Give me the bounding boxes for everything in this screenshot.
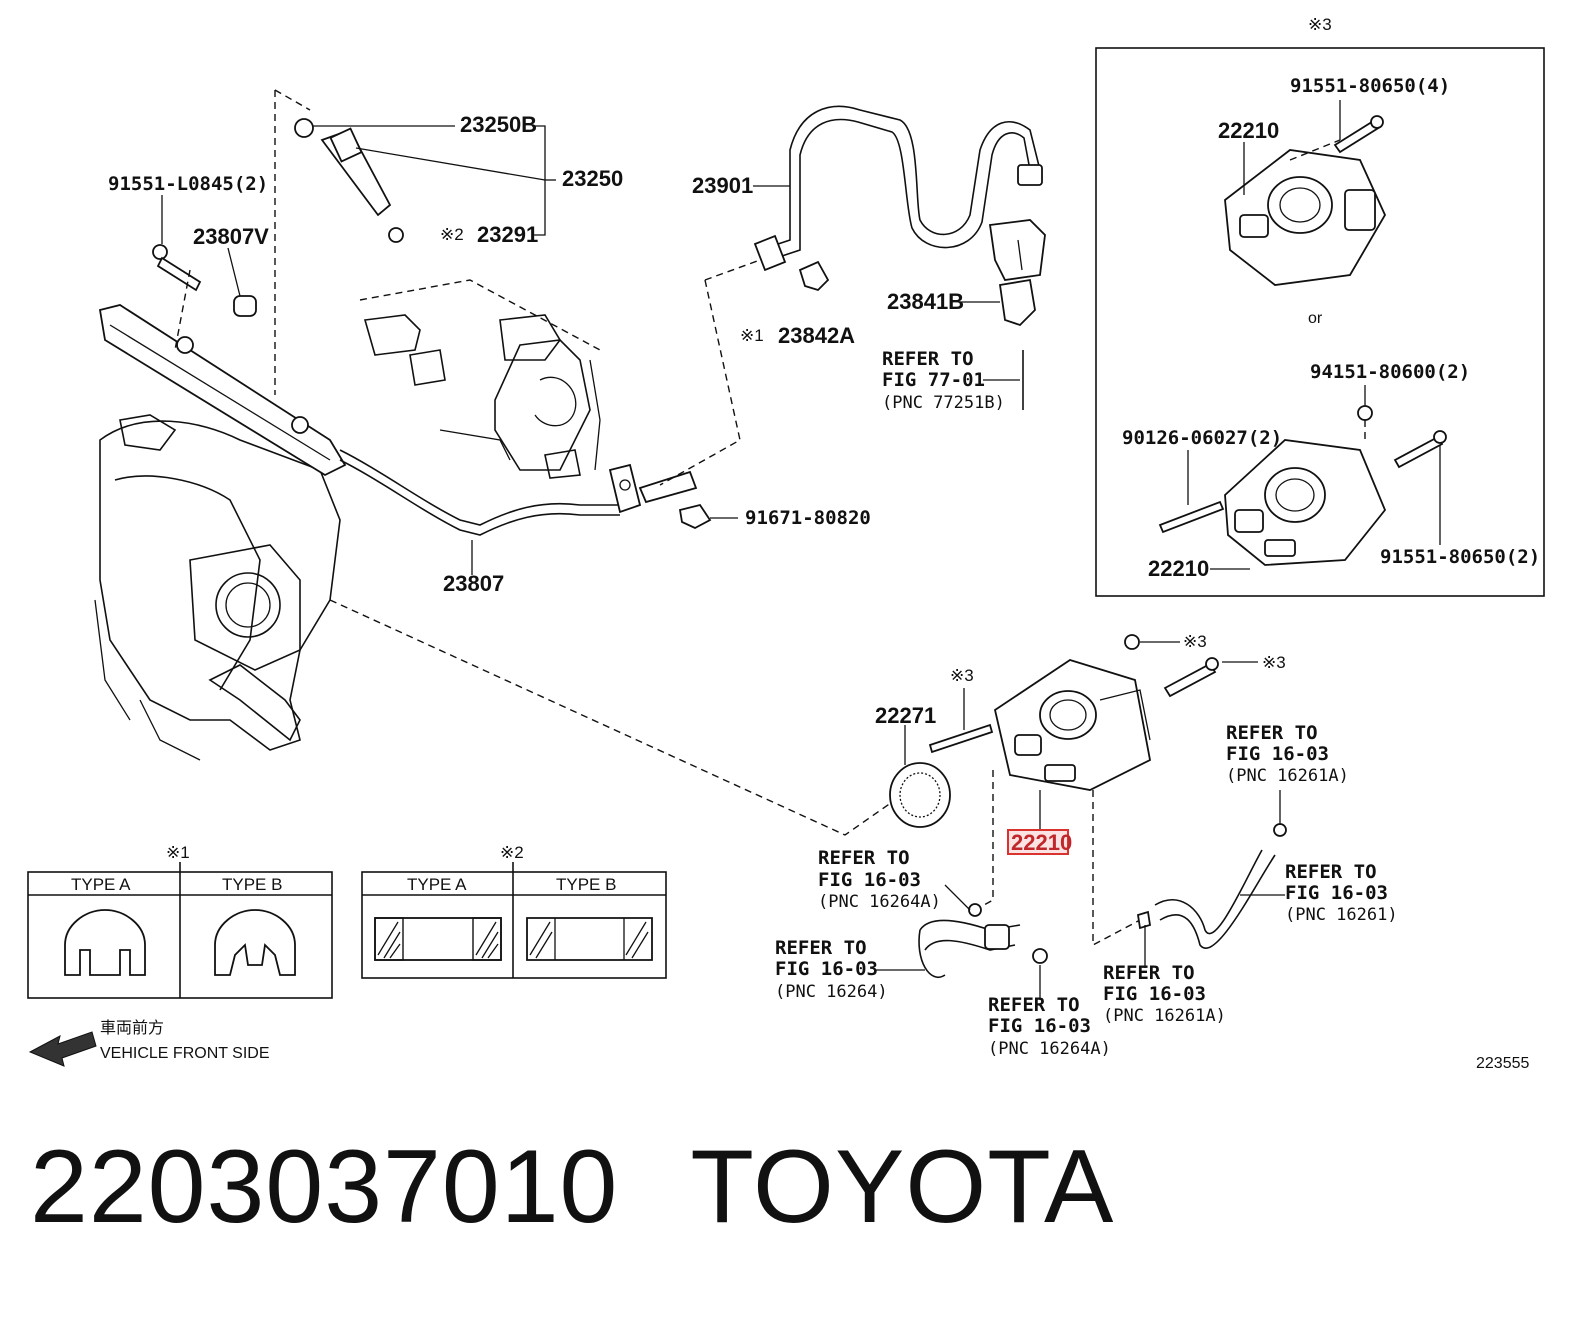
type-box2-typeA: TYPE A — [407, 875, 467, 894]
front-arrow-icon — [28, 1031, 97, 1067]
inset-box-variants — [1095, 47, 1545, 597]
refer-16261A-line3: (PNC 16261A) — [1226, 766, 1349, 786]
intake-manifold-drawing — [94, 414, 341, 761]
refer-77-01-line2: FIG 77-01 — [882, 369, 985, 391]
footer-caption: 2203037010 TOYOTA — [30, 1128, 1186, 1247]
refer-16264-line1: REFER TO — [775, 937, 867, 959]
label-mark1: ※1 — [740, 326, 764, 345]
highlight-box-22210 — [1007, 829, 1069, 855]
label-mark3-bolt: ※3 — [1262, 653, 1286, 672]
hose-23901-drawing — [753, 105, 1043, 272]
inset-label-90126-06027: 90126-06027(2) — [1122, 427, 1282, 449]
refer-16264A-line1: REFER TO — [818, 847, 910, 869]
refer-77-01-line1: REFER TO — [882, 348, 974, 370]
label-91671-80820: 91671-80820 — [745, 507, 871, 529]
label-23841B: 23841B — [887, 289, 964, 314]
bolt — [1163, 662, 1217, 698]
refer-16261A2-line1: REFER TO — [1103, 962, 1195, 984]
diagram-id: 223555 — [1476, 1055, 1529, 1072]
label-mark2: ※2 — [440, 225, 464, 244]
type-box-mark2: ※2 TYPE A TYPE B — [361, 843, 667, 979]
fuel-delivery-pipe-drawing — [98, 304, 698, 536]
stud-bolt — [928, 723, 994, 754]
label-23901: 23901 — [692, 173, 753, 198]
inset-label-22210-bottom: 22210 — [1148, 556, 1209, 581]
nut — [1124, 634, 1140, 650]
collar-23807V — [233, 295, 257, 317]
type-box1-mark: ※1 — [166, 843, 190, 862]
vehicle-front-indicator: 車両前方 VEHICLE FRONT SIDE — [28, 1019, 270, 1067]
gasket-22271-drawing — [889, 762, 951, 828]
insulator-type-b-shape — [526, 917, 653, 961]
inset-mark3: ※3 — [1308, 15, 1332, 34]
type-box1-typeA: TYPE A — [71, 875, 131, 894]
refer-16264A2-line3: (PNC 16264A) — [988, 1039, 1111, 1059]
inset-throttle-body-top — [1224, 115, 1387, 286]
refer-77-01-line3: (PNC 77251B) — [882, 393, 1005, 413]
water-hoses-drawing — [918, 823, 1287, 978]
inset-label-91551-80650-4: 91551-80650(4) — [1290, 75, 1450, 97]
clip-type-b-shape — [214, 909, 296, 976]
refer-16264-line2: FIG 16-03 — [775, 958, 878, 980]
inset-label-91551-80650-2: 91551-80650(2) — [1380, 546, 1540, 568]
label-mark3-stud: ※3 — [950, 666, 974, 685]
type-box2-typeB: TYPE B — [556, 875, 616, 894]
front-label-en: VEHICLE FRONT SIDE — [100, 1045, 270, 1062]
inset-throttle-body-bottom — [1158, 405, 1447, 566]
clip-23842A — [798, 260, 830, 292]
refer-16264A-line2: FIG 16-03 — [818, 869, 921, 891]
inset-label-22210-top: 22210 — [1218, 118, 1279, 143]
refer-16261A2-line2: FIG 16-03 — [1103, 983, 1206, 1005]
part-labels: 23250B 23250 ※2 23291 91551-L0845(2) 238… — [108, 15, 1540, 1059]
refer-16261A-line1: REFER TO — [1226, 722, 1318, 744]
refer-16261A-line2: FIG 16-03 — [1226, 743, 1329, 765]
footer-part-number: 2203037010 — [30, 1129, 619, 1245]
refer-16261-line1: REFER TO — [1285, 861, 1377, 883]
refer-16264A-line3: (PNC 16264A) — [818, 892, 941, 912]
type-box-mark1: ※1 TYPE A TYPE B — [27, 843, 333, 999]
inset-or: or — [1308, 310, 1323, 327]
label-23250B: 23250B — [460, 112, 537, 137]
label-23807: 23807 — [443, 571, 504, 596]
inset-label-94151-80600: 94151-80600(2) — [1310, 361, 1470, 383]
insulator-type-a-shape — [374, 917, 502, 961]
injector-insulator-23291 — [388, 227, 404, 243]
label-91551-L0845: 91551-L0845(2) — [108, 173, 268, 195]
refer-16261-line3: (PNC 16261) — [1285, 905, 1398, 925]
leader-lines — [161, 100, 1441, 1000]
refer-16264A2-line1: REFER TO — [988, 994, 1080, 1016]
type-box2-mark: ※2 — [500, 843, 524, 862]
o-ring-23250B — [294, 118, 314, 138]
refer-16261A2-line3: (PNC 16261A) — [1103, 1006, 1226, 1026]
label-23250: 23250 — [562, 166, 623, 191]
cylinder-head-drawing — [359, 279, 601, 479]
throttle-body-22210-drawing — [993, 659, 1152, 791]
vsv-23841B-drawing — [988, 219, 1046, 327]
fuel-injector-drawing — [294, 118, 404, 243]
refer-16261-line2: FIG 16-03 — [1285, 882, 1388, 904]
label-22271: 22271 — [875, 703, 936, 728]
label-23842A: 23842A — [778, 323, 855, 348]
footer-brand: TOYOTA — [690, 1129, 1115, 1245]
label-23291: 23291 — [477, 222, 538, 247]
bolt-91551-L0845 — [152, 244, 202, 292]
bolt-91671-80820 — [678, 503, 712, 530]
label-22210-highlighted[interactable]: 22210 — [1011, 830, 1072, 855]
type-box1-typeB: TYPE B — [222, 875, 282, 894]
refer-16264-line3: (PNC 16264) — [775, 982, 888, 1002]
clip-type-a-shape — [64, 909, 146, 976]
refer-16264A2-line2: FIG 16-03 — [988, 1015, 1091, 1037]
front-label-jp: 車両前方 — [100, 1019, 164, 1037]
label-23807V: 23807V — [193, 224, 269, 249]
label-mark3-nut: ※3 — [1183, 632, 1207, 651]
